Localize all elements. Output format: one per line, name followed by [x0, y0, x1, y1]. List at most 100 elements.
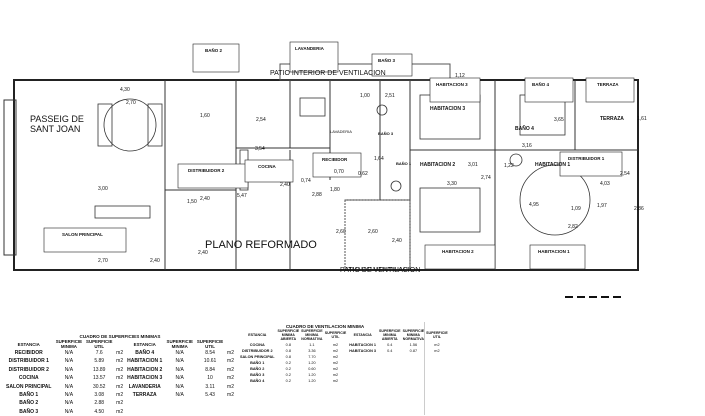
hab2-room-label: HABITACION 2	[420, 162, 455, 168]
table-cell: m2	[116, 400, 124, 407]
scale-bar	[565, 296, 621, 298]
dimension-label: 4,30	[120, 87, 130, 93]
table-cell	[195, 399, 225, 407]
terraza-room-label: TERRAZA	[600, 116, 624, 122]
table-cell: DISTRIBUIDOR 2	[8, 366, 49, 373]
table-cell: N/A	[175, 392, 184, 399]
table-cell: 13.89	[92, 366, 106, 373]
hab3-title: HABITACION 3	[436, 82, 468, 87]
table-cell: 0.4	[387, 342, 393, 347]
dimension-label: 1,61	[637, 116, 647, 122]
table-cell	[347, 378, 378, 384]
table-cell: DISTRIBUIDOR 1	[8, 358, 49, 365]
ventilation-header: SUPERFICIE MINIMA ABIERTA	[277, 329, 300, 342]
dist1-title: DISTRIBUIDOR 1	[568, 156, 605, 161]
table-cell: m2	[332, 373, 339, 378]
table-cell: N/A	[64, 350, 74, 356]
street-label-2: SANT JOAN	[30, 124, 80, 134]
table-cell: m2	[116, 392, 124, 399]
table-cell: 0.60	[308, 366, 316, 371]
dimension-label: 1,60	[200, 113, 210, 119]
table-cell: 1.1	[309, 342, 315, 347]
dimension-label: 2,40	[150, 258, 160, 264]
recibidor-title: RECIBIDOR	[322, 157, 348, 162]
table-cell: 3.08	[94, 392, 105, 399]
dimension-label: 2,60	[368, 229, 378, 235]
table-cell: 30.52	[92, 383, 106, 390]
bed-hab2	[419, 187, 481, 233]
dimension-label: 2,40	[200, 196, 210, 202]
patio-interior	[279, 63, 451, 81]
table-cell: HABITACION 2	[127, 366, 163, 373]
dimension-label: 1,80	[330, 187, 340, 193]
table-cell: 10	[207, 375, 213, 382]
table-cell: N/A	[64, 375, 74, 382]
dimension-label: 2,88	[312, 192, 322, 198]
table-cell: BAÑO 4	[135, 350, 155, 356]
table-cell: 0.2	[285, 360, 291, 365]
bano2-title: BAÑO 2	[205, 47, 222, 53]
table-cell: 1.20	[308, 360, 316, 365]
table-cell: m2	[332, 379, 339, 384]
surfaces-table-caption: CUADRO DE SUPERFICIES MINIMAS	[79, 334, 161, 339]
salon-round-table	[103, 98, 157, 152]
dimension-label: 2,70	[126, 100, 136, 106]
table-cell: m2	[332, 366, 339, 371]
table-cell: 0.2	[285, 366, 291, 371]
table-cell: N/A	[64, 366, 74, 373]
table-cell: COCINA	[249, 342, 265, 347]
dimension-label: 2,74	[481, 175, 491, 181]
table-cell: BAÑO 2	[19, 400, 39, 407]
dimension-label: 1,64	[374, 156, 384, 162]
bano4-room-label: BAÑO 4	[515, 125, 534, 132]
table-cell: BAÑO 1	[19, 392, 39, 399]
bano1-room-label: BAÑO 1	[396, 161, 412, 166]
table-cell: SALON PRINCIPAL	[6, 383, 52, 390]
table-cell: 2.88	[94, 400, 105, 407]
table-cell: RECIBIDOR	[14, 350, 43, 356]
patio-ventilacion	[344, 199, 411, 269]
table-cell: m2	[332, 354, 339, 359]
table-cell: m2	[116, 366, 124, 373]
table-cell: 1.56	[409, 342, 418, 347]
table-cell: 0.2	[285, 373, 291, 378]
hab3-room-label: HABITACION 3	[430, 106, 465, 112]
table-cell: 13.57	[92, 375, 106, 382]
table-cell: N/A	[175, 358, 184, 365]
facade-strip	[3, 99, 17, 256]
table-cell: 0.8	[285, 354, 291, 359]
table-cell: N/A	[175, 375, 184, 382]
surfaces-header: SUPERFICIE MINIMA	[55, 339, 83, 349]
table-cell: 8.84	[205, 366, 215, 373]
table-cell: 5.89	[94, 358, 105, 365]
table-cell: N/A	[64, 383, 74, 390]
bano3-room-label: BAÑO 3	[378, 131, 394, 136]
table-cell: LAVANDERIA	[128, 383, 161, 390]
dimension-label: 2,40	[392, 238, 402, 244]
dimension-label: 2,70	[98, 258, 108, 264]
dimension-label: 3,01	[468, 162, 478, 168]
dimension-label: 1,12	[455, 73, 465, 79]
table-cell: m2	[116, 375, 124, 382]
table-cell: 4.50	[94, 408, 105, 415]
table-cell: 10.61	[203, 358, 217, 365]
table-cell: 8.54	[205, 350, 215, 356]
ventilation-header: ESTANCIA	[248, 333, 267, 338]
dimension-label: 3,65	[554, 117, 564, 123]
table-cell: N/A	[175, 366, 184, 373]
table-cell: m2	[227, 350, 234, 356]
surfaces-header: ESTANCIA	[133, 341, 156, 347]
table-cell: BAÑO 3	[250, 373, 265, 378]
dimension-label: 1,22	[504, 163, 514, 169]
table-cell	[225, 399, 236, 407]
ventilation-table-caption: CUADRO DE VENTILACION MINIMA	[285, 324, 365, 329]
surfaces-table: CUADRO DE SUPERFICIES MINIMAS ESTANCIA SU…	[4, 334, 236, 416]
